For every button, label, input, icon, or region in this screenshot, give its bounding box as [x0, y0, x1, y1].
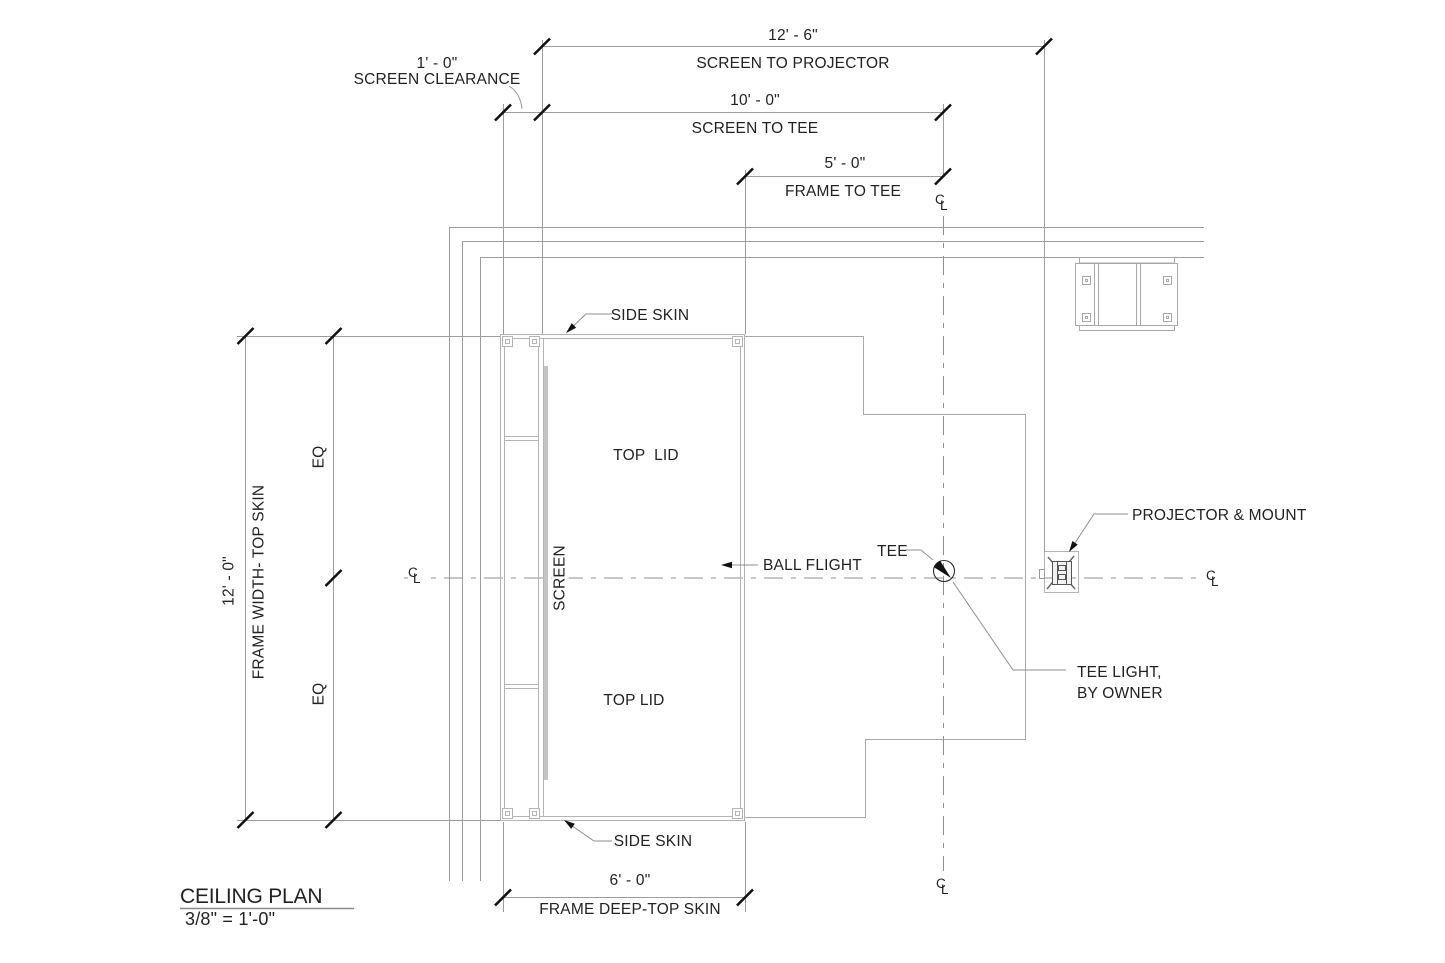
- side-skin-top-leader: [566, 313, 612, 333]
- screen-frame: [500, 334, 745, 821]
- annotation-top-lid-lower: TOP LID: [603, 692, 665, 709]
- tee-light-line1: TEE LIGHT,: [1077, 664, 1162, 681]
- annotation-side-skin-bottom: SIDE SKIN: [613, 833, 693, 850]
- annotation-screen: SCREEN: [551, 543, 569, 613]
- centerlines: [404, 216, 1204, 871]
- dimension-label-eq-bottom: EQ: [310, 682, 328, 706]
- dimension-value-frame-width: 12' - 0": [220, 556, 238, 606]
- frame-corner-plates: [502, 336, 743, 819]
- dimension-value-screen-clearance: 1' - 0": [416, 55, 458, 72]
- leader-arrowheads: [564, 323, 1078, 829]
- wall-lines: [449, 227, 1204, 881]
- annotation-top-lid-upper: TOP LID: [613, 447, 679, 464]
- screen-surface: [544, 366, 548, 780]
- dimension-lines: [237, 40, 1045, 912]
- dimension-label-screen-to-tee: SCREEN TO TEE: [691, 120, 819, 137]
- projector-symbol: [1039, 551, 1079, 593]
- dimension-ticks: [236, 37, 1053, 907]
- ceiling-cabinet-symbol: [1075, 257, 1178, 331]
- tee-circle: [932, 559, 956, 583]
- dimension-value-frame-to-tee: 5' - 0": [824, 155, 866, 172]
- side-skin-bottom-leader: [564, 820, 612, 842]
- annotation-tee: TEE: [877, 543, 908, 560]
- dimension-label-eq-top: EQ: [310, 445, 328, 469]
- tee-light-leader: [952, 581, 1066, 671]
- tee-light-line2: BY OWNER: [1077, 685, 1163, 702]
- dimension-value-screen-to-projector: 12' - 6": [768, 27, 818, 44]
- annotation-side-skin-top: SIDE SKIN: [610, 307, 690, 324]
- dimension-label-screen-clearance: SCREEN CLEARANCE: [353, 71, 521, 88]
- dimension-value-frame-deep: 6' - 0": [609, 872, 651, 889]
- drawing-scale: 3/8" = 1'-0": [185, 909, 276, 929]
- projector-leader: [1070, 513, 1128, 550]
- tee-leader: [906, 549, 934, 561]
- dimension-label-frame-deep: FRAME DEEP-TOP SKIN: [539, 901, 721, 918]
- cabinet-fasteners: [1082, 276, 1172, 322]
- annotation-projector-mount: PROJECTOR & MOUNT: [1132, 507, 1307, 524]
- annotation-ball-flight: BALL FLIGHT: [763, 557, 862, 574]
- dimension-label-frame-to-tee: FRAME TO TEE: [784, 183, 902, 200]
- dimension-label-frame-width: FRAME WIDTH- TOP SKIN: [250, 484, 268, 680]
- dimension-value-screen-to-tee: 10' - 0": [730, 92, 780, 109]
- drawing-title: CEILING PLAN: [180, 885, 323, 908]
- ceiling-soffit-outline: [744, 335, 1027, 819]
- screen-clearance-arc-leader: [508, 85, 523, 110]
- annotation-tee-light: TEE LIGHT, BY OWNER: [1077, 662, 1163, 704]
- dimension-label-screen-to-projector: SCREEN TO PROJECTOR: [696, 55, 890, 72]
